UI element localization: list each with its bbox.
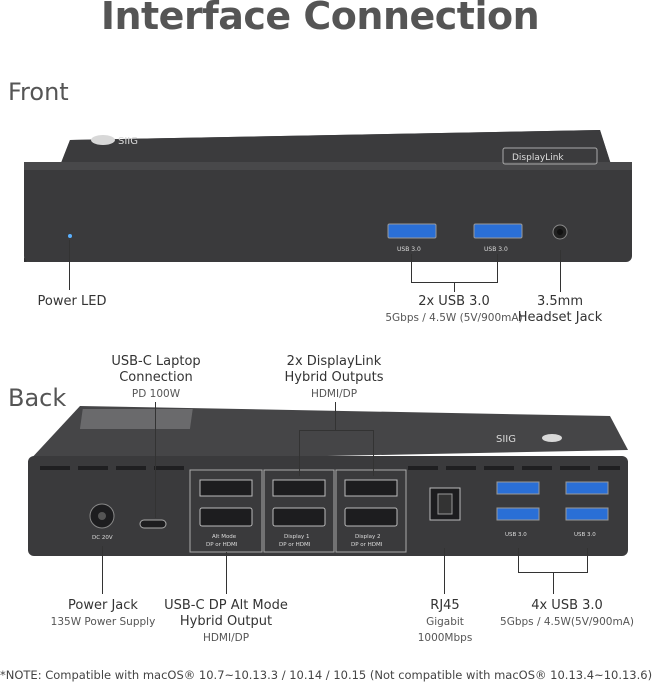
front-usb-port-label-2: USB 3.0 bbox=[484, 246, 508, 253]
port-d2-label-2: DP or HDMI bbox=[351, 542, 383, 548]
headset-callout bbox=[560, 250, 561, 292]
back-usb-block: 4x USB 3.0 5Gbps / 4.5W(5V/900mA) bbox=[500, 598, 634, 630]
displaylink-spec: HDMI/DP bbox=[310, 388, 358, 400]
displaylink-callout bbox=[299, 430, 373, 431]
usbc-laptop-line1: USB-C Laptop bbox=[111, 354, 201, 369]
back-usb-title: 4x USB 3.0 bbox=[531, 598, 603, 613]
displaylink-line2: Hybrid Outputs bbox=[284, 370, 384, 385]
power-jack-title: Power Jack bbox=[68, 598, 138, 613]
front-dock-image: SIIG DisplayLink USB 3.0 USB 3.0 bbox=[24, 130, 632, 262]
front-brand: SIIG bbox=[118, 136, 138, 147]
power-jack-block: Power Jack 135W Power Supply bbox=[50, 598, 156, 630]
altmode-block: USB-C DP Alt Mode Hybrid Output HDMI/DP bbox=[160, 598, 292, 646]
front-usb-block: 2x USB 3.0 5Gbps / 4.5W (5V/900mA) bbox=[378, 294, 530, 326]
altmode-callout bbox=[226, 552, 227, 594]
displaylink-block: 2x DisplayLink Hybrid Outputs HDMI/DP bbox=[264, 354, 404, 402]
power-jack-spec: 135W Power Supply bbox=[50, 616, 156, 628]
front-heading: Front bbox=[8, 78, 69, 106]
port-dc-label: DC 20V bbox=[92, 535, 113, 541]
power-led-dot bbox=[68, 234, 72, 238]
displaylink-line1: 2x DisplayLink bbox=[286, 354, 382, 369]
rj45-block: RJ45 Gigabit 1000Mbps bbox=[400, 598, 490, 646]
front-usb-title: 2x USB 3.0 bbox=[418, 294, 490, 309]
usbc-laptop-block: USB-C Laptop Connection PD 100W bbox=[90, 354, 222, 402]
altmode-line2: Hybrid Output bbox=[179, 614, 273, 629]
back-heading: Back bbox=[8, 384, 67, 412]
headset-block: 3.5mm Headset Jack bbox=[514, 294, 606, 326]
power-led-label: Power LED bbox=[37, 294, 107, 309]
port-d1-label-2: DP or HDMI bbox=[279, 542, 311, 548]
port-alt-label-2: DP or HDMI bbox=[206, 542, 238, 548]
port-usb-label-1: USB 3.0 bbox=[505, 532, 527, 538]
back-dock-image: SIIG DC 20V Alt Mode DP or HDMI Display … bbox=[28, 406, 628, 556]
altmode-spec: HDMI/DP bbox=[202, 632, 250, 644]
headset-line1: 3.5mm bbox=[536, 294, 583, 309]
usbc-laptop-callout bbox=[155, 402, 156, 518]
front-usb-port-2 bbox=[473, 223, 523, 239]
rj45-callout bbox=[444, 548, 445, 594]
front-badge: DisplayLink bbox=[512, 153, 564, 163]
rj45-title: RJ45 bbox=[430, 598, 460, 613]
front-usb-port-1 bbox=[387, 223, 437, 239]
port-d2-label-1: Display 2 bbox=[355, 534, 381, 540]
power-led-callout bbox=[69, 240, 70, 290]
back-brand: SIIG bbox=[496, 434, 516, 445]
rj45-spec: Gigabit 1000Mbps bbox=[417, 616, 473, 644]
power-jack-callout bbox=[102, 546, 103, 594]
compatibility-footnote: *NOTE: Compatible with macOS® 10.7~10.13… bbox=[0, 668, 652, 682]
usbc-laptop-spec: PD 100W bbox=[131, 388, 181, 400]
headset-line2: Headset Jack bbox=[517, 310, 603, 325]
port-alt-label-1: Alt Mode bbox=[212, 534, 237, 540]
port-usb-label-2: USB 3.0 bbox=[574, 532, 596, 538]
front-usb-port-label-1: USB 3.0 bbox=[397, 246, 421, 253]
port-d1-label-1: Display 1 bbox=[284, 534, 310, 540]
front-usb-spec: 5Gbps / 4.5W (5V/900mA) bbox=[385, 312, 523, 324]
back-usb-spec: 5Gbps / 4.5W(5V/900mA) bbox=[500, 616, 634, 628]
page-title: Interface Connection bbox=[100, 0, 540, 38]
usbc-laptop-line2: Connection bbox=[119, 370, 193, 385]
altmode-line1: USB-C DP Alt Mode bbox=[164, 598, 288, 613]
